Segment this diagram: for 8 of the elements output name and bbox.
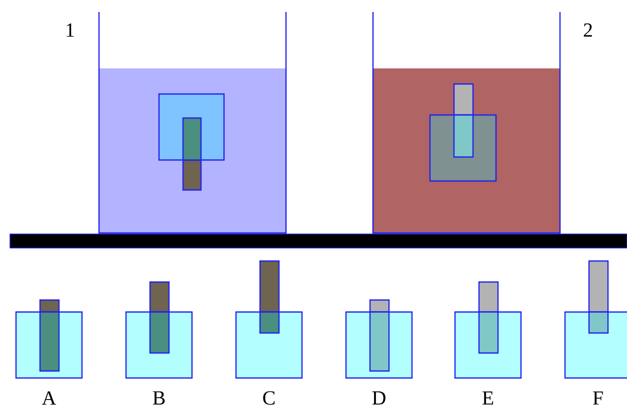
option-label: B (152, 391, 165, 405)
option-label: A (42, 391, 56, 405)
option-label: 2 (584, 23, 592, 37)
option-label: D (372, 391, 386, 405)
option-label: E (482, 391, 494, 405)
option-label: F (593, 391, 603, 405)
option-label: C (263, 391, 275, 405)
option-label: 1 (66, 23, 74, 37)
